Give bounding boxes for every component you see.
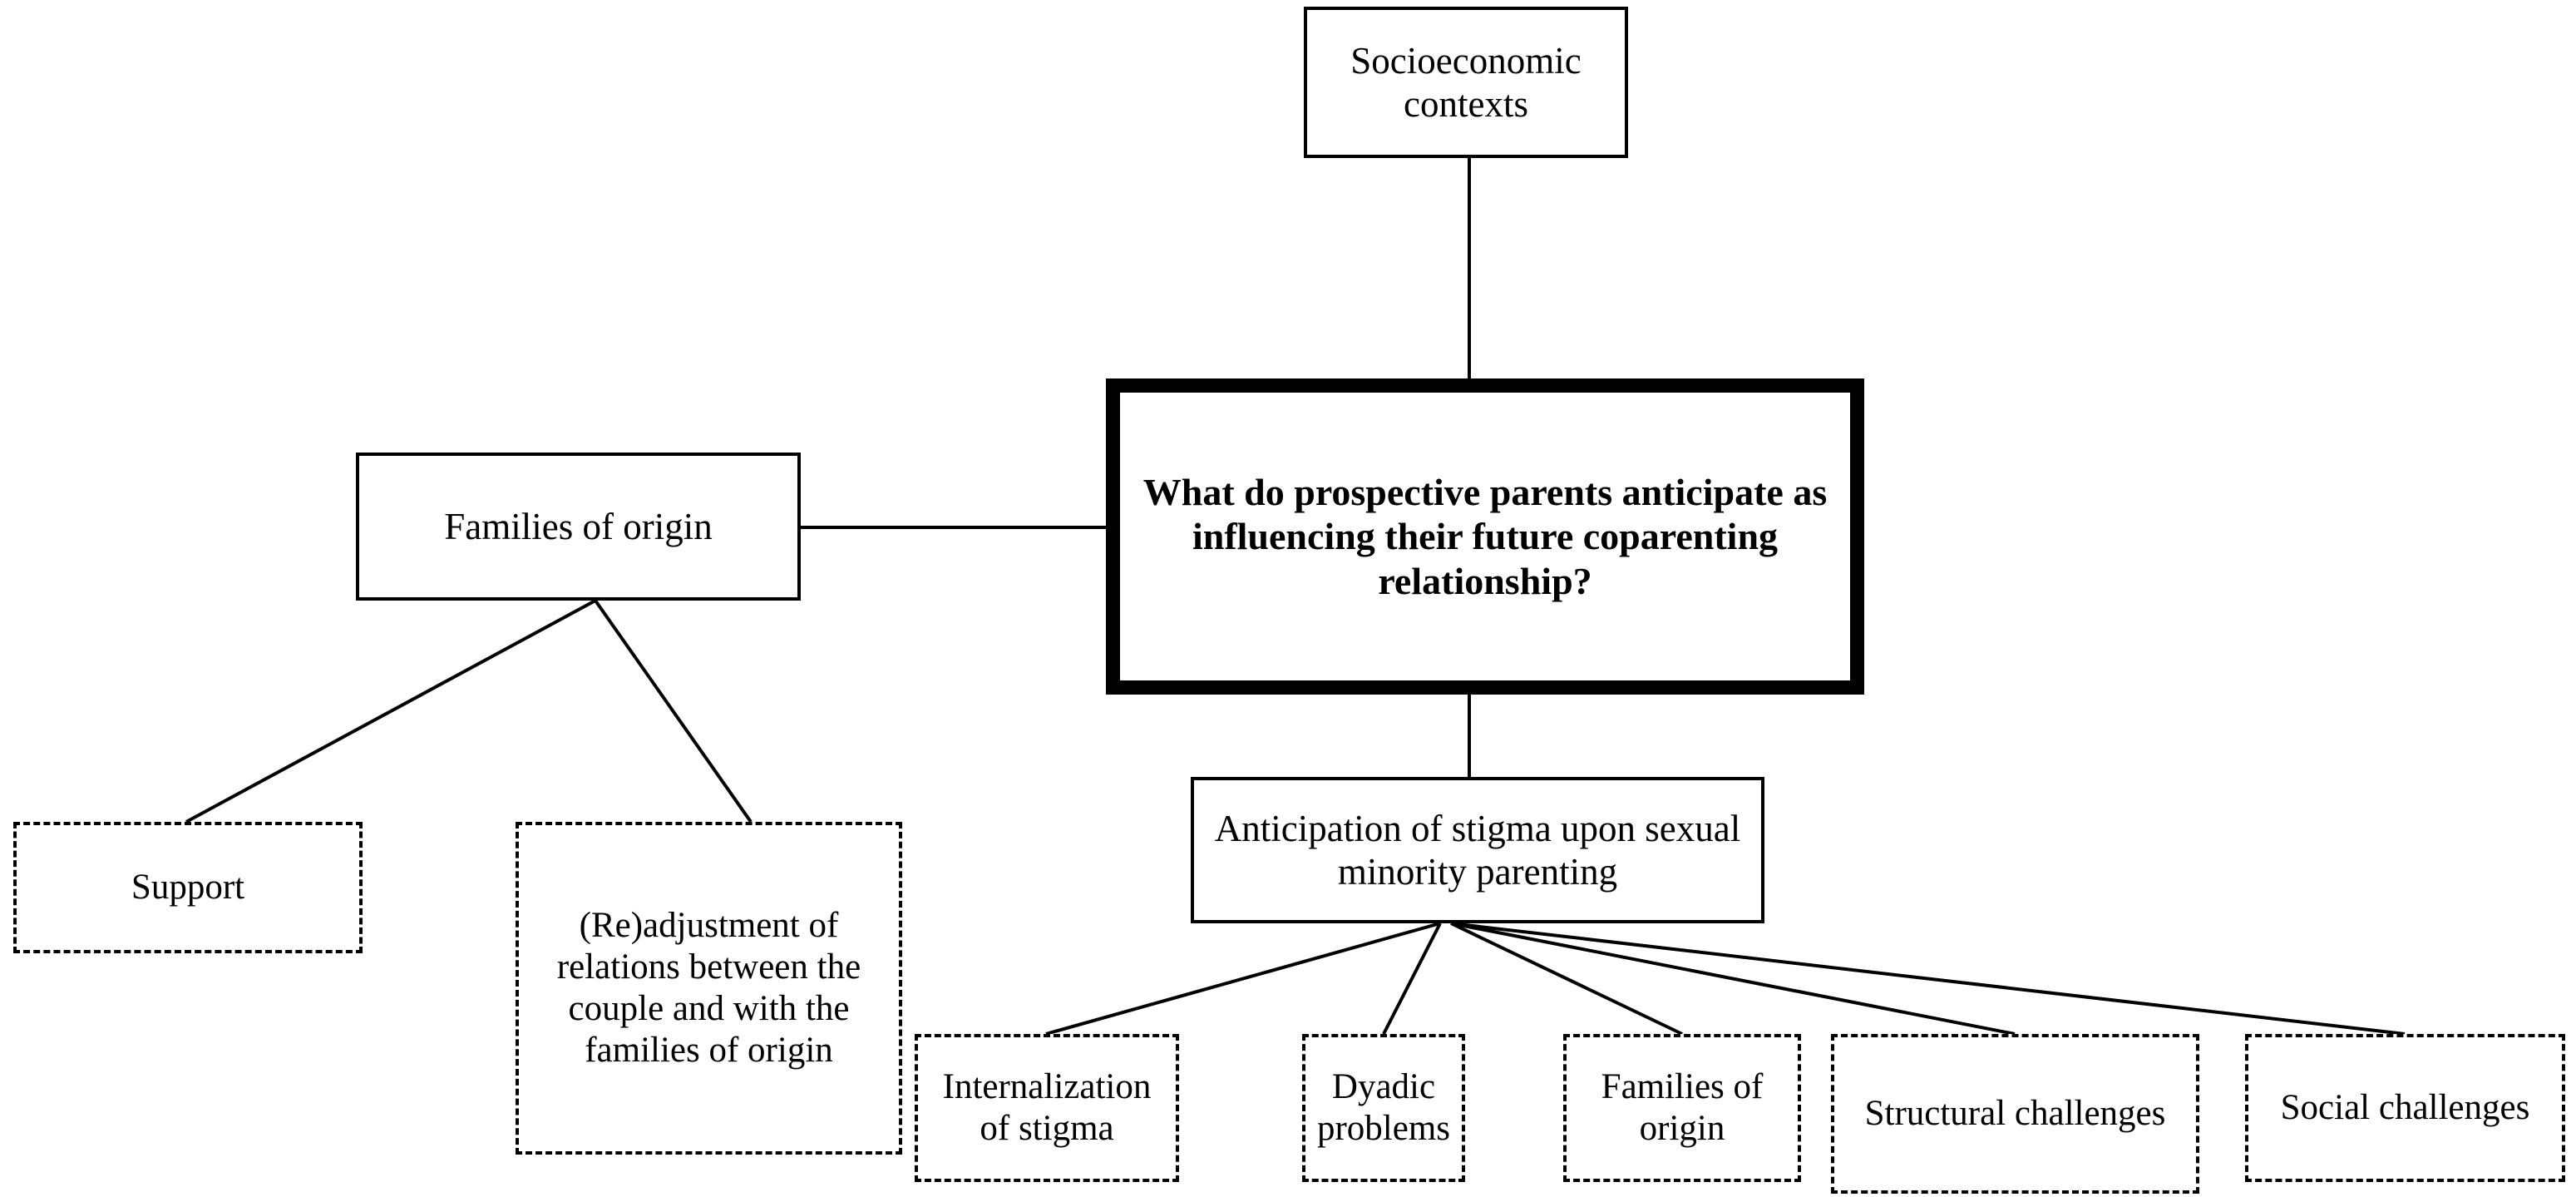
node-label-social-challenges: Social challenges: [2280, 1088, 2530, 1128]
edge-stigma-to-dyadic: [1382, 922, 1442, 1035]
node-structural-challenges[interactable]: Structural challenges: [1831, 1034, 2199, 1194]
node-label-dyadic-problems: Dyadic problems: [1316, 1067, 1451, 1148]
node-anticipation-of-stigma[interactable]: Anticipation of stigma upon sexual minor…: [1191, 777, 1764, 923]
node-label-families-of-origin-sub: Families of origin: [1601, 1067, 1764, 1148]
node-readjustment-of-relations[interactable]: (Re)adjustment of relations between the …: [516, 822, 902, 1155]
node-dyadic-problems[interactable]: Dyadic problems: [1302, 1034, 1465, 1182]
edge-families-to-readjustment: [594, 599, 753, 824]
edge-families-to-support: [185, 599, 596, 824]
edge-stigma-to-social: [1450, 922, 2406, 1036]
node-families-of-origin[interactable]: Families of origin: [356, 453, 801, 601]
node-label-support: Support: [131, 868, 245, 908]
node-socioeconomic-contexts[interactable]: Socioeconomic contexts: [1304, 7, 1628, 158]
edge-stigma-to-structural: [1450, 922, 2016, 1036]
node-social-challenges[interactable]: Social challenges: [2245, 1034, 2565, 1182]
node-support[interactable]: Support: [13, 822, 363, 953]
node-label-readjustment-of-relations: (Re)adjustment of relations between the …: [556, 906, 861, 1070]
node-label-structural-challenges: Structural challenges: [1864, 1094, 2166, 1134]
edge-stigma-to-families-sub: [1450, 922, 1683, 1036]
node-families-of-origin-sub[interactable]: Families of origin: [1563, 1034, 1801, 1182]
node-label-central-question: What do prospective parents anticipate a…: [1142, 470, 1828, 602]
node-label-anticipation-of-stigma: Anticipation of stigma upon sexual minor…: [1214, 807, 1741, 893]
node-internalization-of-stigma[interactable]: Internalization of stigma: [915, 1034, 1179, 1182]
node-label-internalization-of-stigma: Internalization of stigma: [942, 1067, 1152, 1148]
edge-stigma-to-internalization: [1045, 922, 1441, 1036]
node-label-families-of-origin: Families of origin: [444, 505, 713, 547]
node-central-question[interactable]: What do prospective parents anticipate a…: [1106, 378, 1864, 695]
node-label-socioeconomic-contexts: Socioeconomic contexts: [1350, 39, 1582, 125]
